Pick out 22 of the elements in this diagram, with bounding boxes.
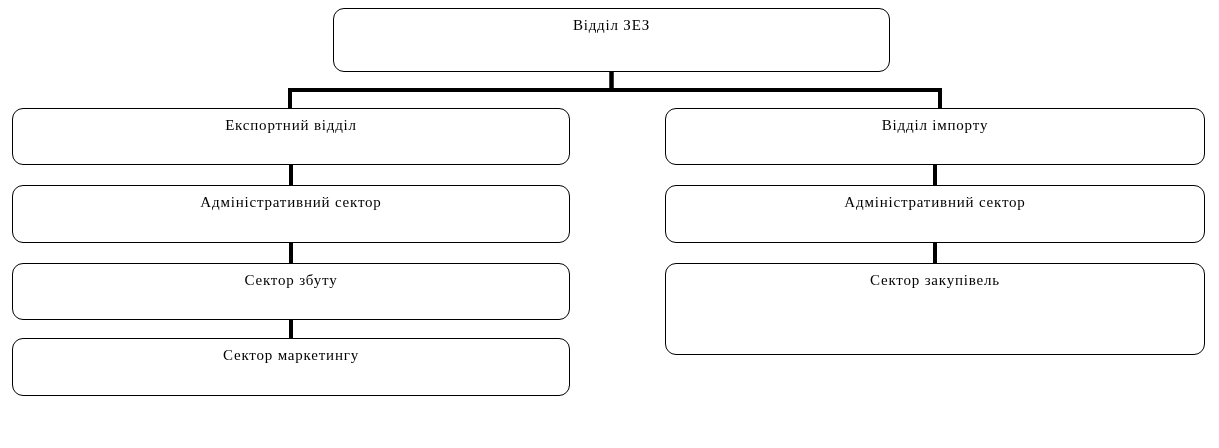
unit-name: Експортний відділ	[225, 117, 357, 134]
unit-name: Сектор маркетингу	[223, 347, 359, 364]
unit-name: Адміністративний сектор	[200, 194, 382, 211]
connector-line	[933, 165, 937, 185]
unit-name: Сектор збуту	[244, 272, 338, 289]
org-unit-box	[665, 263, 1205, 355]
org-unit-box	[665, 185, 1205, 243]
unit-name: Сектор закупівель	[870, 272, 1000, 289]
unit-name: Відділ ЗЕЗ	[572, 17, 651, 34]
connector-line	[289, 243, 293, 263]
org-unit-box	[12, 185, 570, 243]
connector-line	[289, 320, 293, 338]
org-unit-box	[333, 8, 890, 72]
connector-line	[933, 243, 937, 263]
connector-line	[609, 72, 942, 108]
org-unit-box	[12, 263, 570, 320]
org-unit-box	[12, 338, 570, 396]
org-unit-box	[12, 108, 570, 165]
connector-line	[289, 165, 293, 185]
unit-name: Адміністративний сектор	[844, 194, 1026, 211]
unit-name: Відділ імпорту	[881, 117, 989, 134]
org-unit-box	[665, 108, 1205, 165]
